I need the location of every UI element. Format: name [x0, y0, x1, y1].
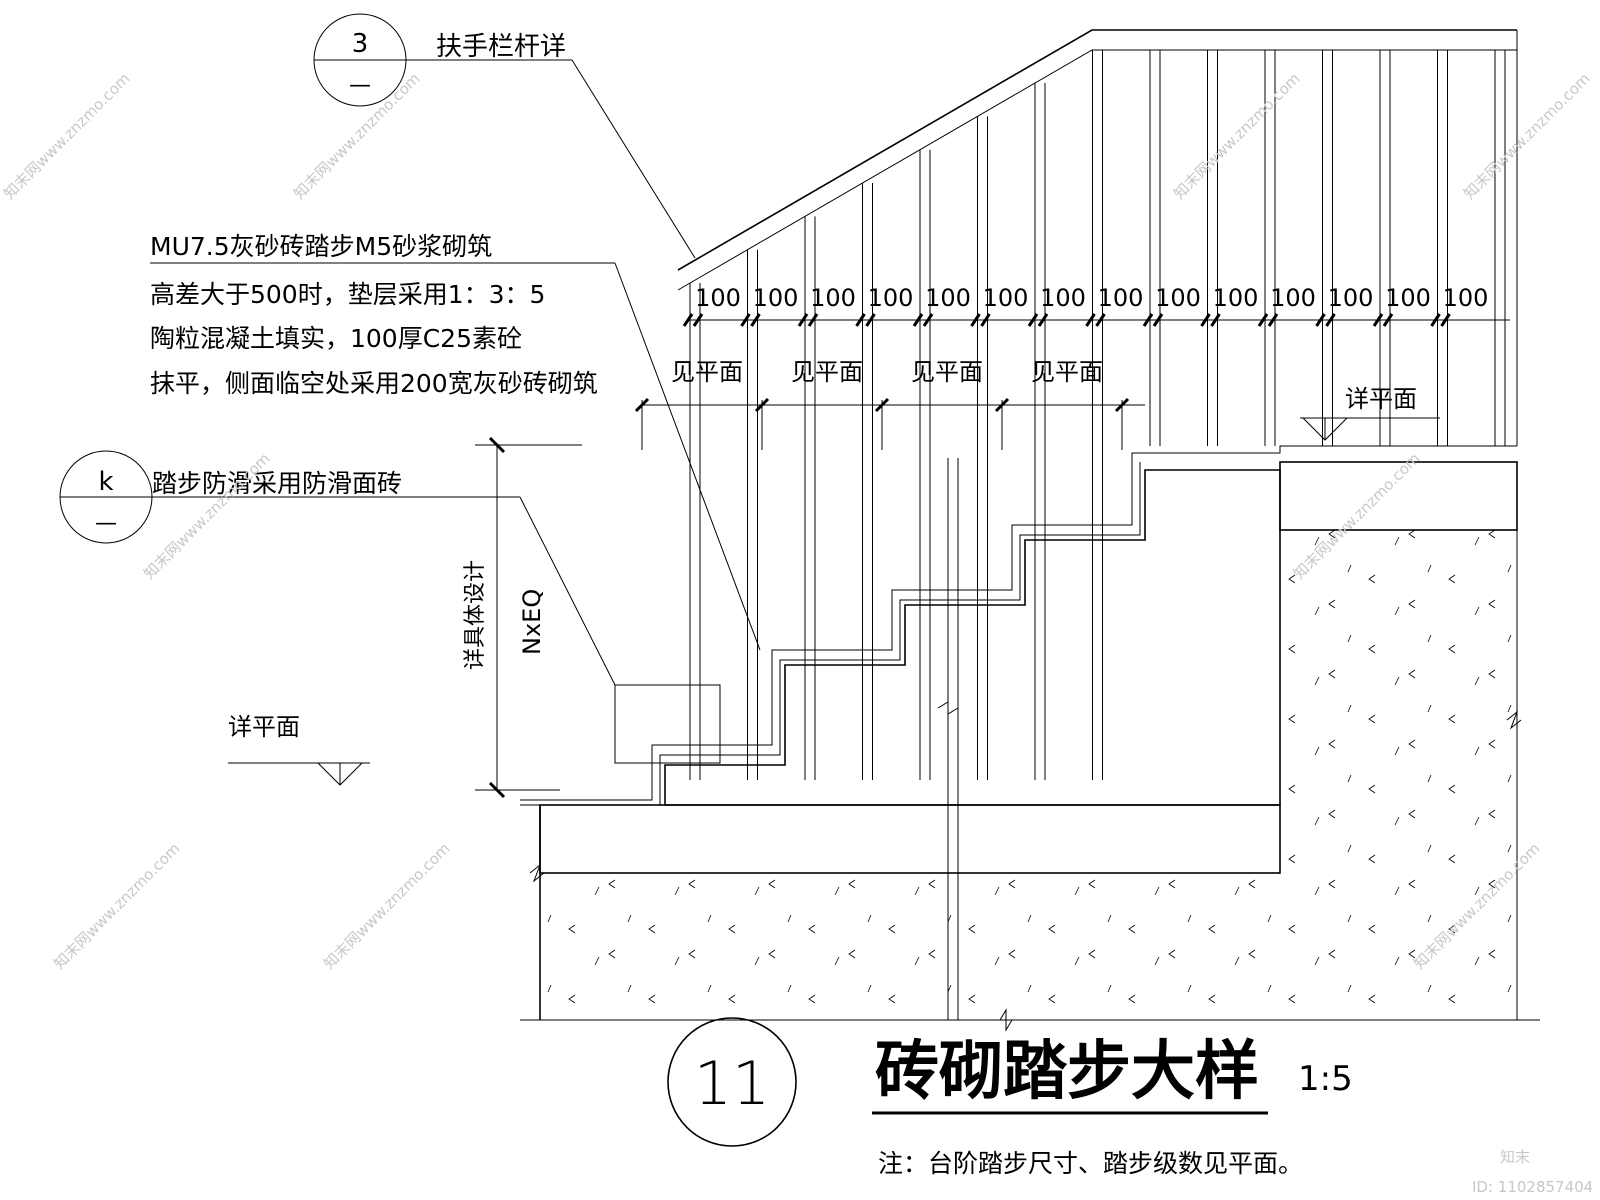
material-line-2: 高差大于500时，垫层采用1：3：5: [150, 280, 545, 309]
dim-tick: [912, 313, 924, 327]
watermark-id: ID: 1102857404: [1472, 1178, 1593, 1196]
watermark-text-8: 知末网www.znzmo.com: [320, 839, 453, 972]
level-marker-lower: 详平面: [228, 713, 370, 786]
railing: [677, 29, 1518, 780]
baluster-spacing-label: 100: [1213, 284, 1259, 312]
baluster-spacing-label: 100: [983, 284, 1029, 312]
foundation-layers: [520, 461, 1540, 1021]
dim-tick: [1315, 313, 1326, 327]
step-finish-lines: [520, 445, 1517, 806]
upper-level-label: 详平面: [1345, 385, 1417, 413]
baluster-spacing-label: 100: [810, 284, 856, 312]
break-marks: [529, 710, 1522, 1032]
material-line-3: 陶粒混凝土填实，100厚C25素砼: [150, 324, 522, 353]
dim-tick: [807, 313, 819, 327]
dim-tick: [922, 313, 934, 327]
watermark-text-1: 知末网www.znzmo.com: [0, 69, 133, 202]
dim-tick: [1210, 313, 1221, 327]
watermark-text-7: 知末网www.znzmo.com: [50, 839, 183, 972]
callout-anti-slip-label: 踏步防滑采用防滑面砖: [152, 469, 402, 498]
callout-anti-slip-sub: —: [95, 511, 117, 536]
height-dim-label: NxEQ: [518, 589, 546, 655]
watermark-text-3: 知末网www.znzmo.com: [1170, 69, 1303, 202]
baluster-spacing-label: 100: [695, 284, 741, 312]
baluster-spacing-label: 100: [1270, 284, 1316, 312]
dim-tick: [1440, 313, 1451, 327]
dim-tick: [740, 313, 751, 327]
dim-tick: [1037, 313, 1049, 327]
detail-scale: 1:5: [1298, 1059, 1353, 1099]
dim-tick: [1382, 313, 1394, 327]
baluster-spacing-label: 100: [925, 284, 971, 312]
callout-anti-slip-number: k: [98, 467, 113, 497]
dim-tick: [980, 313, 991, 327]
callout-railing-number: 3: [352, 29, 369, 59]
callout-anti-slip: k — 踏步防滑采用防滑面砖: [59, 450, 721, 764]
material-line-1: MU7.5灰砂砖踏步M5砂浆砌筑: [150, 232, 492, 261]
dim-tick: [1152, 313, 1164, 327]
dimensions: 100 100 100 100 100 100 100 100 100 100 100 100 100 1…: [463, 284, 1510, 799]
callout-railing-label: 扶手栏杆详: [436, 32, 566, 62]
baluster-spacing-label: 100: [1098, 284, 1144, 312]
material-line-4: 抹平，侧面临空处采用200宽灰砂砖砌筑: [150, 369, 598, 398]
tread-dim-label: 见平面: [671, 358, 743, 386]
dim-tick: [970, 313, 981, 327]
dim-tick: [1027, 313, 1039, 327]
detail-number: 11: [694, 1049, 770, 1119]
callout-railing: 3 — 扶手栏杆详: [313, 13, 696, 259]
dim-tick: [1257, 313, 1269, 327]
baluster-spacing-label: 100: [1385, 284, 1431, 312]
detail-note: 注：台阶踏步尺寸、踏步级数见平面。: [878, 1149, 1303, 1178]
tread-dim-label: 见平面: [911, 358, 983, 386]
callout-material: MU7.5灰砂砖踏步M5砂浆砌筑 高差大于500时，垫层采用1：3：5 陶粒混凝…: [150, 232, 761, 651]
dim-tick: [1325, 313, 1336, 327]
dim-tick: [750, 313, 761, 327]
callout-railing-sub: —: [349, 73, 371, 98]
detail-title: 砖砌踏步大样: [875, 1035, 1259, 1109]
dim-tick: [1372, 313, 1384, 327]
watermark-logo: 知末: [1500, 1148, 1530, 1166]
dim-tick: [682, 313, 694, 327]
level-marker-upper: 详平面: [1300, 385, 1440, 441]
baluster-spacing-label: 100: [1155, 284, 1201, 312]
dim-tick: [797, 313, 809, 327]
dim-tick: [1085, 313, 1096, 327]
dim-tick: [1095, 313, 1106, 327]
dim-tick: [865, 313, 876, 327]
dim-tick: [1267, 313, 1279, 327]
dim-tick: [855, 313, 866, 327]
tread-dim-label: 见平面: [791, 358, 863, 386]
dim-tick: [692, 313, 704, 327]
baluster-spacing-label: 100: [1443, 284, 1489, 312]
watermark-text-4: 知末网www.znzmo.com: [1460, 69, 1593, 202]
dim-tick: [1430, 313, 1441, 327]
lower-level-label: 详平面: [228, 713, 300, 741]
baluster-spacing-label: 100: [1040, 284, 1086, 312]
title-block: 11 砖砌踏步大样 1:5 注：台阶踏步尺寸、踏步级数见平面。: [667, 1017, 1353, 1178]
baluster-spacing-label: 100: [1328, 284, 1374, 312]
dim-tick: [1200, 313, 1211, 327]
baluster-spacing-label: 100: [753, 284, 799, 312]
baluster-spacing-label: 100: [868, 284, 914, 312]
dim-tick: [1142, 313, 1154, 327]
height-dim-note: 详具体设计: [463, 560, 488, 670]
steel-post: [937, 458, 959, 1020]
tread-dim-label: 见平面: [1031, 358, 1103, 386]
